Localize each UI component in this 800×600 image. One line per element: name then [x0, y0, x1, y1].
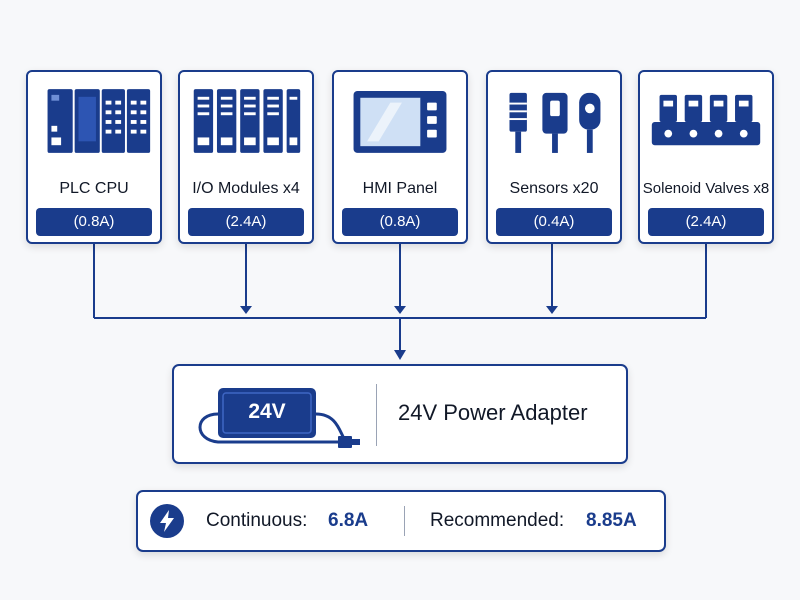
load-name: HMI Panel — [362, 180, 438, 197]
load-current-badge: (2.4A) — [648, 208, 764, 236]
load-current-badge: (0.8A) — [36, 208, 152, 236]
sensors-icon — [494, 82, 614, 160]
continuous-label: Continuous: — [206, 510, 308, 531]
current-summary-box: Continuous: 6.8A Recommended: 8.85A — [136, 490, 666, 552]
summary-divider — [404, 506, 405, 536]
load-card-io-modules: I/O Modules x4 (2.4A) — [178, 70, 314, 244]
continuous-value: 6.8A — [328, 510, 369, 531]
load-card-plc-cpu: PLC CPU (0.8A) — [26, 70, 162, 244]
load-name: PLC CPU — [59, 180, 129, 197]
load-name: Sensors x20 — [509, 180, 599, 197]
adapter-voltage-label: 24V — [248, 400, 286, 423]
load-current-badge: (2.4A) — [188, 208, 304, 236]
load-name: I/O Modules x4 — [192, 180, 300, 197]
load-current-badge: (0.4A) — [496, 208, 612, 236]
plc-cpu-icon — [34, 82, 154, 160]
solenoid-valves-icon — [646, 82, 766, 160]
power-adapter-box: 24V 24V Power Adapter — [172, 364, 628, 464]
io-modules-icon — [186, 82, 306, 160]
load-card-solenoid-valves: Solenoid Valves x8 (2.4A) — [638, 70, 774, 244]
power-adapter-icon: 24V — [188, 378, 368, 456]
hmi-panel-icon — [340, 82, 460, 160]
recommended-label: Recommended: — [430, 510, 565, 531]
recommended-value: 8.85A — [586, 510, 637, 531]
adapter-divider — [376, 384, 377, 446]
adapter-title: 24V Power Adapter — [398, 400, 588, 425]
load-card-sensors: Sensors x20 (0.4A) — [486, 70, 622, 244]
load-name: Solenoid Valves x8 — [642, 180, 770, 197]
load-card-hmi-panel: HMI Panel (0.8A) — [332, 70, 468, 244]
load-current-badge: (0.8A) — [342, 208, 458, 236]
lightning-bolt-icon — [150, 504, 184, 538]
